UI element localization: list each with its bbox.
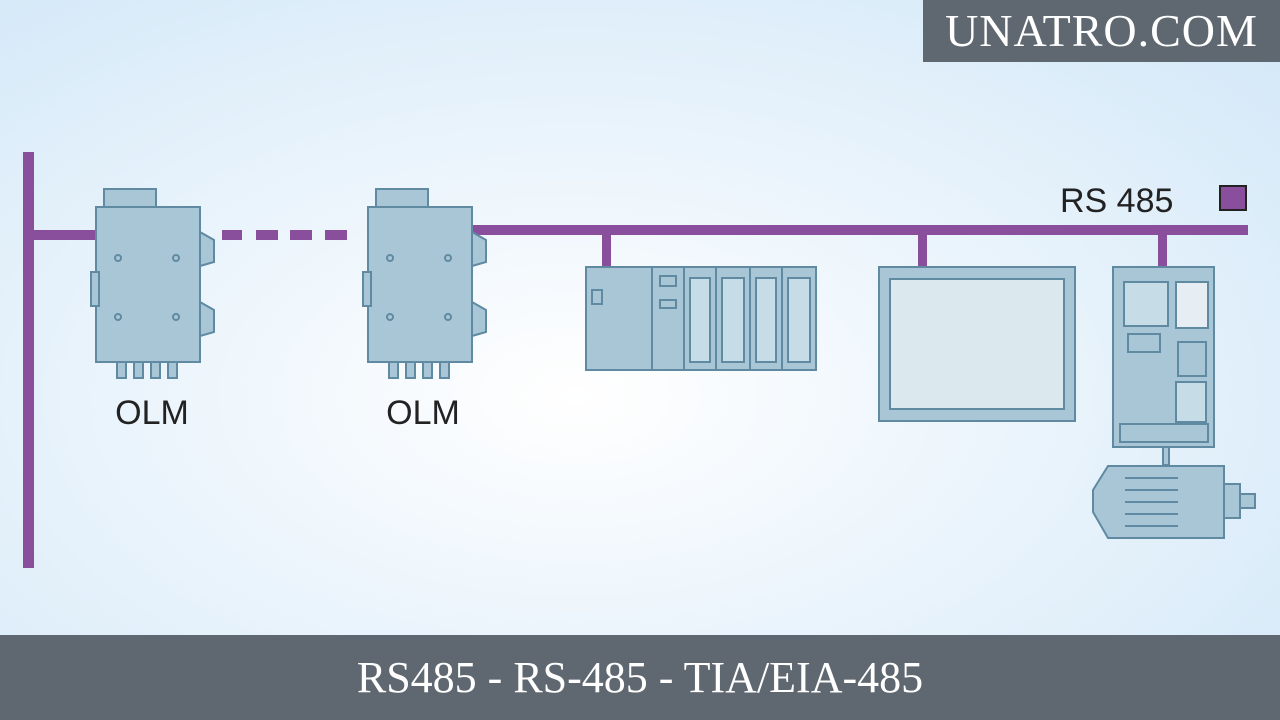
bus-legend-square bbox=[1219, 185, 1247, 211]
footer-title: RS485 - RS-485 - TIA/EIA-485 bbox=[0, 635, 1280, 720]
plc-rack bbox=[585, 266, 817, 371]
drop-hmi bbox=[918, 230, 927, 268]
rs485-bus-main bbox=[472, 225, 1248, 235]
olm-left-device bbox=[90, 188, 215, 379]
bus-lines bbox=[23, 152, 1248, 568]
drop-drive bbox=[1158, 230, 1167, 268]
bus-label: RS 485 bbox=[1060, 182, 1173, 220]
fiber-dash bbox=[222, 230, 242, 240]
olm-left-label: OLM bbox=[115, 394, 189, 432]
fiber-dash bbox=[325, 230, 347, 240]
drop-plc bbox=[602, 230, 611, 268]
hmi-panel bbox=[878, 266, 1076, 422]
motor bbox=[1092, 446, 1256, 539]
frequency-drive bbox=[1112, 266, 1215, 448]
olm-right-label: OLM bbox=[386, 394, 460, 432]
bus-segment-left bbox=[34, 230, 99, 240]
brand-banner: UNATRO.COM bbox=[923, 0, 1280, 62]
vertical-bus-left bbox=[23, 152, 34, 568]
fiber-dash bbox=[290, 230, 312, 240]
fiber-dash bbox=[256, 230, 278, 240]
olm-right-device bbox=[362, 188, 487, 379]
